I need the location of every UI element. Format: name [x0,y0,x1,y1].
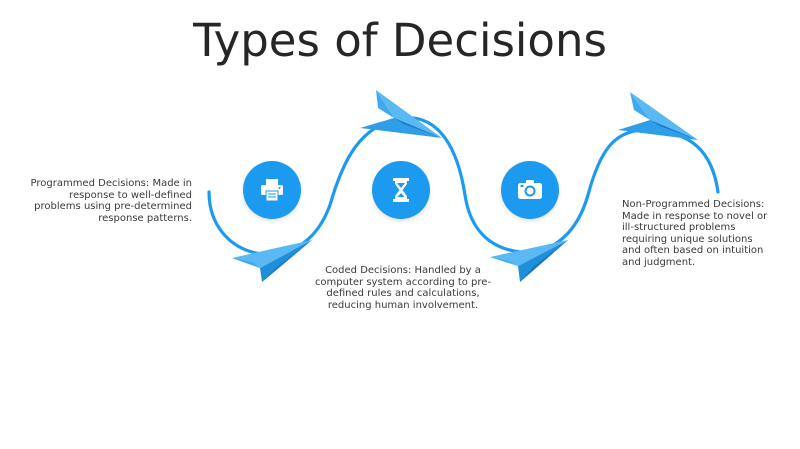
step-3-circle [501,161,559,219]
slide-title: Types of Decisions [193,14,607,67]
camera-icon [517,179,543,201]
step-1-circle [243,161,301,219]
step-2-description: Coded Decisions: Handled by a computer s… [314,265,492,311]
paper-plane-4 [618,92,698,140]
step-3-description: Non-Programmed Decisions: Made in respon… [622,199,768,268]
step-1-description: Programmed Decisions: Made in response t… [30,178,193,224]
step-2-circle [372,161,430,219]
paper-plane-2 [360,90,442,138]
paper-plane-1 [232,240,312,282]
paper-plane-3 [490,240,568,282]
printer-icon [259,178,285,202]
hourglass-icon [391,177,411,203]
